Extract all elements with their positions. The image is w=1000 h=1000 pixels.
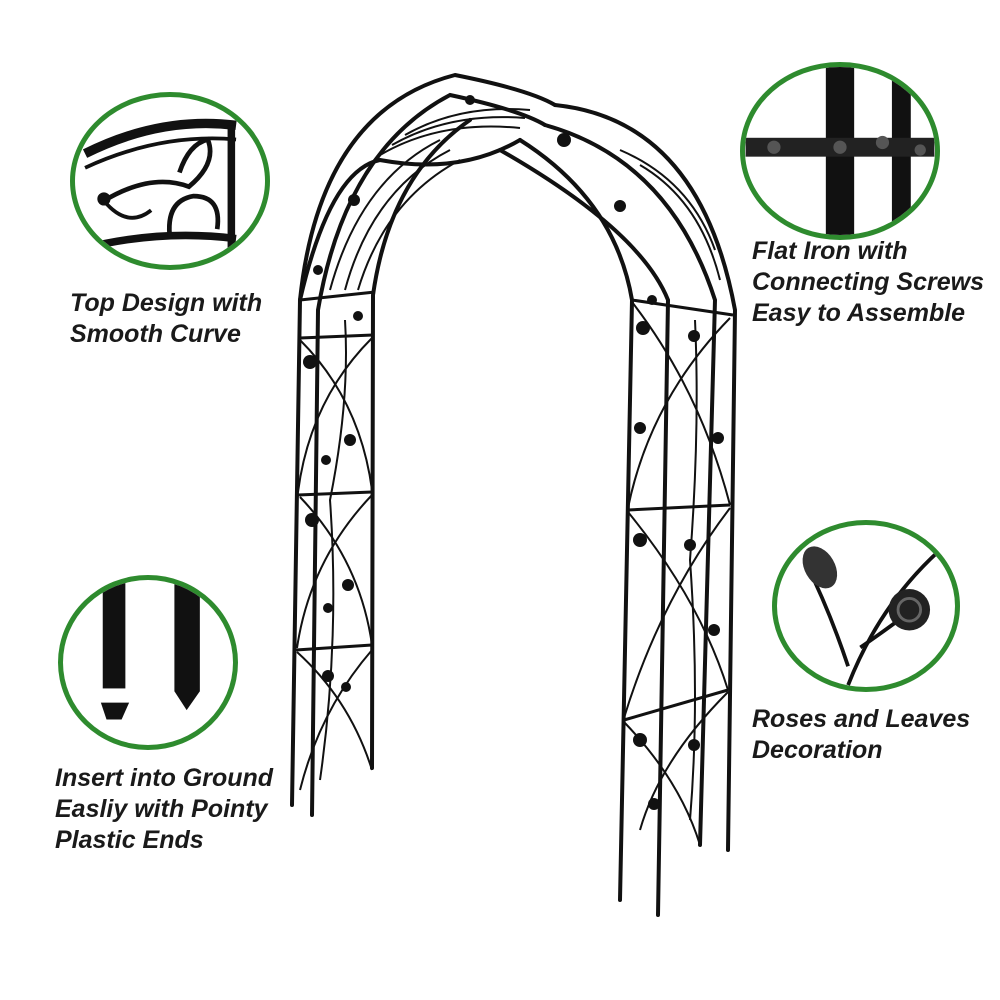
caption-line: Roses and Leaves (752, 705, 971, 733)
caption-line: Plastic Ends (55, 826, 204, 854)
roses-caption: Roses and Leaves Decoration (752, 704, 970, 766)
rose-leaf-icon (802, 542, 949, 686)
caption-line: Easy to Assemble (752, 299, 966, 327)
caption-line: Connecting Screws (752, 268, 984, 296)
arch-rail-front-right-b (498, 148, 671, 917)
top-design-detail-circle (70, 92, 270, 270)
arch-rail-front-right-a (518, 138, 635, 902)
stake-detail-circle (58, 575, 238, 750)
arch-top-scroll-icon (82, 118, 237, 252)
ground-insert-caption: Insert into Ground Easliy with Pointy Pl… (55, 763, 273, 856)
caption-line: Flat Iron with (752, 237, 908, 265)
top-design-caption: Top Design with Smooth Curve (70, 288, 262, 350)
caption-line: Insert into Ground (55, 764, 274, 792)
arch-rail-outer-right (553, 103, 738, 852)
arch-rail-back-left (370, 118, 472, 770)
flat-iron-caption: Flat Iron with Connecting Screws Easy to… (752, 236, 984, 329)
caption-line: Top Design with (70, 289, 263, 317)
arch-rail-outer-left (290, 72, 557, 807)
flat-iron-detail-circle (740, 62, 940, 240)
caption-line: Easliy with Pointy (55, 795, 268, 823)
pointed-stake-icon (100, 580, 200, 720)
arch-rail-front-left (298, 138, 522, 302)
caption-line: Smooth Curve (70, 320, 241, 348)
arch-rail-inner-right (543, 123, 718, 847)
arch-rail-inner-left (310, 92, 547, 817)
rose-detail-circle (772, 520, 960, 692)
bolted-joint-icon (745, 67, 935, 235)
caption-line: Decoration (752, 736, 883, 764)
